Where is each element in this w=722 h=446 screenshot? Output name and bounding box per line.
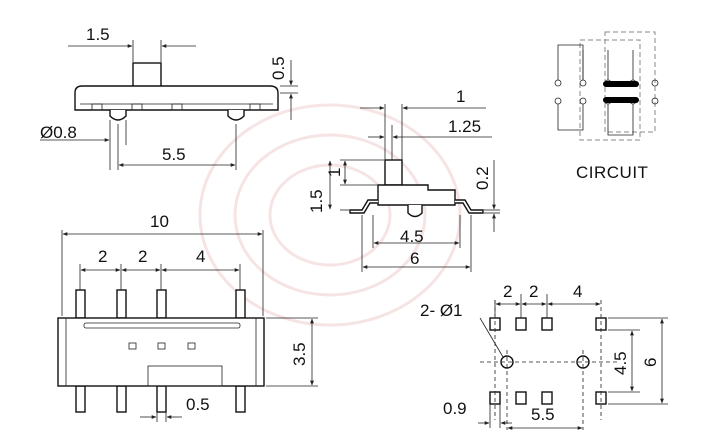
dim-knob-height: 0.5 bbox=[269, 56, 288, 80]
dim-end-knob-height: 1 bbox=[325, 168, 344, 177]
side-view: 1.5 0.5 Ø0.8 5.5 bbox=[40, 25, 298, 170]
top-body bbox=[57, 317, 265, 387]
dim-pcb-row-spacing-outer: 6 bbox=[641, 358, 660, 367]
dim-top-pitch-a: 2 bbox=[98, 247, 107, 266]
dim-hole-spec: 2- Ø1 bbox=[420, 301, 463, 320]
top-view: 10 2 2 4 3.5 0.5 bbox=[57, 212, 318, 422]
dim-top-pitch-b: 2 bbox=[138, 247, 147, 266]
dim-pcb-hole-pitch: 5.5 bbox=[531, 405, 555, 424]
dim-end-total-width: 6 bbox=[410, 249, 419, 268]
dim-body-height: 3.5 bbox=[290, 342, 309, 366]
side-pin-right bbox=[227, 110, 245, 121]
end-body bbox=[377, 184, 456, 206]
end-knob bbox=[384, 159, 403, 186]
side-pin-left bbox=[109, 110, 127, 121]
pcb-footprint: 2 2 4 2- Ø1 4.5 6 0.9 5.5 bbox=[420, 282, 668, 430]
dim-pcb-pitch-a: 2 bbox=[503, 282, 512, 301]
dim-pcb-row-spacing-inner: 4.5 bbox=[611, 351, 630, 375]
dim-end-lead-thickness: 0.2 bbox=[473, 166, 492, 190]
dim-pin-pitch: 5.5 bbox=[162, 145, 186, 164]
side-body bbox=[74, 85, 279, 111]
dim-pin-diameter: Ø0.8 bbox=[40, 123, 77, 142]
end-pin bbox=[407, 205, 423, 218]
dim-end-offset: 1.25 bbox=[448, 117, 481, 136]
circuit-label: CIRCUIT bbox=[576, 163, 648, 182]
dim-end-body-width: 4.5 bbox=[400, 227, 424, 246]
end-lead-right bbox=[455, 199, 484, 214]
dim-end-knob-width: 1 bbox=[456, 87, 465, 106]
dim-pad-width: 0.5 bbox=[186, 395, 210, 414]
circuit-diagram: CIRCUIT bbox=[554, 31, 659, 182]
dim-end-total-height: 1.5 bbox=[307, 189, 326, 213]
dim-knob-width: 1.5 bbox=[86, 25, 110, 44]
dim-pcb-pad-size: 0.9 bbox=[443, 399, 467, 418]
dim-top-pitch-c: 4 bbox=[196, 247, 205, 266]
end-lead-left bbox=[349, 199, 378, 214]
dim-pcb-pitch-c: 4 bbox=[573, 282, 582, 301]
end-view: 1 1.25 1.5 1 0.2 4.5 6 bbox=[307, 87, 500, 272]
dim-pcb-pitch-b: 2 bbox=[529, 282, 538, 301]
dim-total-length: 10 bbox=[150, 212, 169, 231]
